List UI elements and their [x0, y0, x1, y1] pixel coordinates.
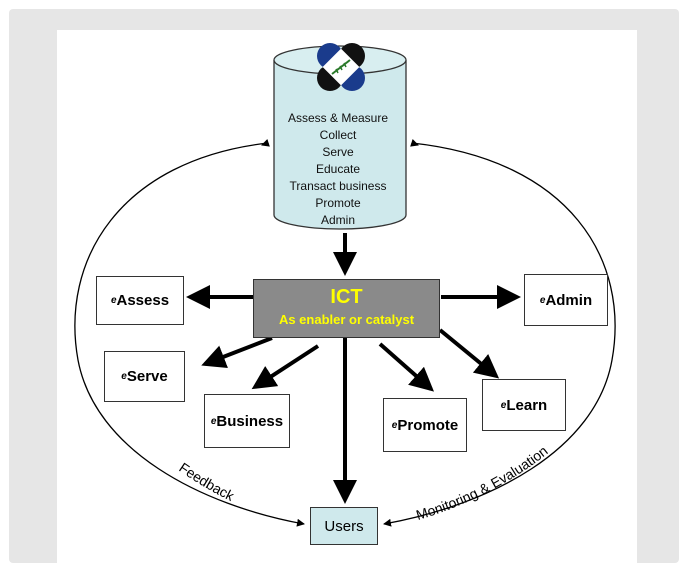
users-box: Users — [310, 507, 378, 545]
cylinder-line: Admin — [320, 213, 355, 227]
node-prefix: e — [539, 294, 546, 306]
users-label: Users — [324, 517, 364, 535]
arrow-business — [251, 344, 320, 390]
monitoring-arc-head — [410, 138, 419, 147]
node-label: Learn — [506, 396, 548, 414]
node-label: Business — [216, 412, 284, 430]
cylinder-line: Educate — [315, 162, 361, 176]
node-prefix: e — [391, 419, 398, 431]
arrows — [186, 233, 521, 504]
ict-subtitle: As enabler or catalyst — [278, 312, 415, 327]
feedback-arc-head — [261, 138, 270, 147]
ict-title: ICT — [330, 286, 363, 308]
arrow-serve — [201, 336, 273, 368]
cylinder-line: Serve — [322, 145, 354, 159]
cylinder-text: Assess & Measure Collect Serve Educate T… — [272, 110, 404, 229]
monitoring-arc — [383, 142, 616, 527]
ict-center-box: ICT As enabler or catalyst — [253, 279, 440, 338]
cylinder-line: Collect — [319, 128, 357, 142]
node-prefix: e — [500, 399, 507, 411]
node-prefix: e — [121, 371, 127, 382]
node-label: Promote — [397, 416, 459, 434]
node-prefix: e — [210, 415, 217, 427]
seal-logo-icon — [317, 43, 365, 91]
node-prefix: e — [110, 295, 117, 306]
arrow-learn — [438, 328, 500, 379]
node-label: Admin — [545, 291, 593, 309]
feedback-arc — [74, 142, 305, 527]
cylinder-line: Promote — [315, 196, 361, 210]
cylinder-line: Transact business — [289, 179, 387, 193]
node-label: Serve — [126, 368, 168, 385]
node-label: Assess — [116, 292, 170, 309]
cylinder-line: Assess & Measure — [287, 111, 389, 125]
arrow-promote — [378, 342, 434, 392]
